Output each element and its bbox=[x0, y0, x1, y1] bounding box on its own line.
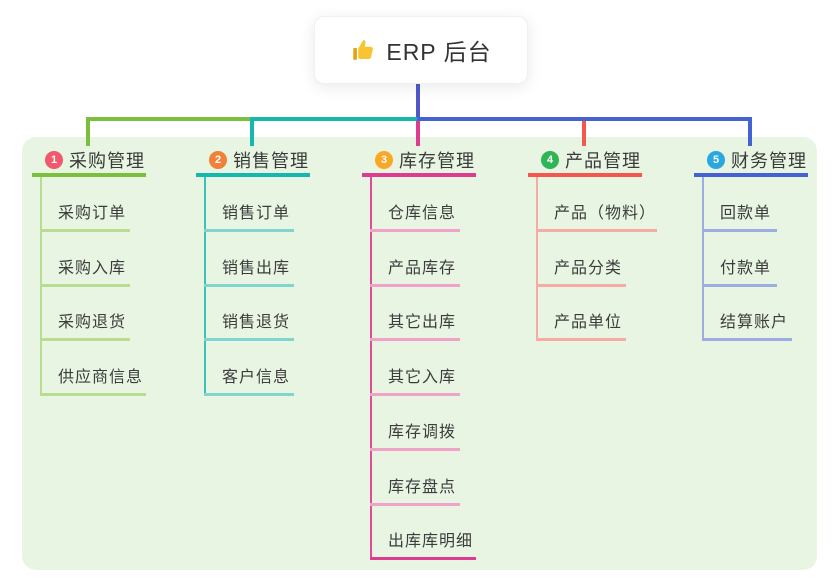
leaf-item-label: 库存调拨 bbox=[388, 424, 457, 441]
leaf-item-label: 产品单位 bbox=[554, 314, 623, 331]
leaf-item-label: 出库库明细 bbox=[388, 533, 474, 550]
leaf-item-underline bbox=[204, 284, 294, 287]
leaf-item-label: 产品库存 bbox=[388, 260, 457, 277]
leaf-item-label: 销售订单 bbox=[222, 205, 291, 222]
thumbs-up-icon bbox=[350, 37, 376, 63]
leaf-item-label: 采购订单 bbox=[58, 205, 127, 222]
branch-rail-line bbox=[536, 177, 538, 340]
branch-label: 库存管理 bbox=[399, 151, 475, 171]
leaf-item-underline bbox=[204, 338, 294, 341]
leaf-item-label: 其它入库 bbox=[388, 369, 457, 386]
root-title: ERP 后台 bbox=[386, 39, 492, 65]
leaf-item-label: 产品（物料） bbox=[554, 205, 657, 222]
leaf-item-label: 仓库信息 bbox=[388, 205, 457, 222]
branch-drop-line bbox=[86, 117, 90, 146]
leaf-item-underline bbox=[370, 284, 460, 287]
leaf-item-underline bbox=[536, 338, 626, 341]
branch-label: 财务管理 bbox=[731, 151, 807, 171]
leaf-item-underline bbox=[536, 284, 626, 287]
bus-segment-line bbox=[86, 117, 253, 121]
branch-rail-line bbox=[370, 177, 372, 559]
mindmap-background-panel bbox=[22, 137, 817, 570]
leaf-item-label: 采购入库 bbox=[58, 260, 127, 277]
leaf-item-underline bbox=[40, 338, 130, 341]
leaf-item-underline bbox=[40, 229, 130, 232]
leaf-item-label: 采购退货 bbox=[58, 314, 127, 331]
root-node-erp[interactable]: ERP 后台 bbox=[314, 16, 528, 84]
branch-label: 产品管理 bbox=[565, 151, 641, 171]
leaf-item-underline bbox=[370, 503, 460, 506]
branch-drop-line bbox=[250, 117, 254, 146]
leaf-item-label: 客户信息 bbox=[222, 369, 291, 386]
branch-badge: 5 bbox=[707, 151, 725, 169]
leaf-item-label: 销售出库 bbox=[222, 260, 291, 277]
leaf-item-label: 供应商信息 bbox=[58, 369, 144, 386]
leaf-item-label: 结算账户 bbox=[720, 314, 789, 331]
leaf-item-underline bbox=[204, 393, 294, 396]
leaf-item-label: 其它出库 bbox=[388, 314, 457, 331]
leaf-item-underline bbox=[204, 229, 294, 232]
branch-drop-line bbox=[416, 121, 420, 146]
leaf-item-underline bbox=[536, 229, 657, 232]
branch-underline bbox=[32, 173, 146, 177]
leaf-item-underline bbox=[370, 448, 460, 451]
branch-label: 销售管理 bbox=[233, 151, 309, 171]
leaf-item-label: 库存盘点 bbox=[388, 479, 457, 496]
branch-underline bbox=[362, 173, 476, 177]
leaf-item-underline bbox=[702, 338, 792, 341]
bus-segment-line bbox=[417, 117, 752, 121]
branch-underline bbox=[196, 173, 310, 177]
leaf-item-label: 回款单 bbox=[720, 205, 772, 222]
leaf-item-underline bbox=[40, 393, 146, 396]
leaf-item-underline bbox=[370, 338, 460, 341]
leaf-item-underline bbox=[702, 229, 777, 232]
branch-badge: 1 bbox=[45, 151, 63, 169]
branch-drop-line bbox=[582, 121, 586, 146]
branch-underline bbox=[528, 173, 642, 177]
bus-segment-line bbox=[251, 117, 419, 121]
leaf-item-underline bbox=[40, 284, 130, 287]
branch-underline bbox=[694, 173, 808, 177]
leaf-item-label: 销售退货 bbox=[222, 314, 291, 331]
branch-badge: 2 bbox=[209, 151, 227, 169]
branch-label: 采购管理 bbox=[69, 151, 145, 171]
branch-badge: 3 bbox=[375, 151, 393, 169]
leaf-item-underline bbox=[370, 229, 460, 232]
leaf-item-underline bbox=[370, 557, 476, 560]
branch-drop-line bbox=[748, 117, 752, 146]
leaf-item-underline bbox=[370, 393, 460, 396]
leaf-item-label: 付款单 bbox=[720, 260, 772, 277]
branch-rail-line bbox=[702, 177, 704, 340]
branch-badge: 4 bbox=[541, 151, 559, 169]
leaf-item-underline bbox=[702, 284, 777, 287]
root-stem-line bbox=[416, 82, 420, 121]
leaf-item-label: 产品分类 bbox=[554, 260, 623, 277]
